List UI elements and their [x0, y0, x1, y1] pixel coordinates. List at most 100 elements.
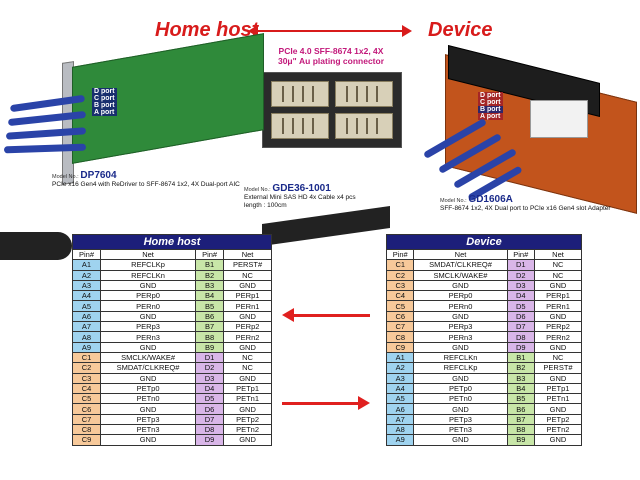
cable-caption: Model No.: GDE36-1001 External Mini SAS …: [244, 183, 404, 210]
net-cell: GND: [100, 403, 197, 415]
port-label: B port: [92, 102, 117, 109]
pin-cell: C6: [71, 403, 102, 415]
port-label: C port: [92, 95, 117, 102]
net-cell: GND: [413, 341, 508, 353]
pin-cell: B2: [506, 362, 536, 374]
net-cell: GND: [223, 279, 272, 292]
net-cell: PERp3: [413, 321, 508, 333]
net-cell: PERn2: [223, 331, 272, 343]
net-cell: PERn1: [223, 300, 272, 312]
device-heading: Device: [428, 19, 493, 41]
net-cell: GND: [223, 434, 272, 446]
net-cell: NC: [534, 259, 582, 271]
net-cell: GND: [223, 341, 272, 353]
pin-cell: A6: [385, 403, 415, 415]
pin-cell: A5: [71, 300, 102, 312]
double-arrow-icon: [248, 25, 412, 37]
net-cell: PERn0: [413, 300, 508, 312]
net-cell: SMCLK/WAKE#: [100, 351, 197, 364]
net-cell: PERST#: [534, 362, 582, 374]
net-cell: GND: [413, 434, 508, 446]
net-cell: PERp1: [223, 290, 272, 302]
pin-cell: A4: [71, 290, 102, 302]
net-cell: PETn0: [413, 393, 508, 405]
net-cell: SMDAT/CLKREQ#: [413, 259, 508, 271]
pin-cell: C2: [385, 269, 415, 281]
net-cell: NC: [223, 362, 272, 374]
column-header: Net: [413, 248, 508, 261]
net-cell: SMDAT/CLKREQ#: [100, 362, 197, 374]
device-port-labels: D port C port B port A port: [478, 92, 503, 120]
pin-cell: A3: [71, 279, 102, 292]
pin-cell: A7: [385, 413, 415, 426]
connector-slot: [335, 81, 393, 107]
pin-cell: C9: [71, 434, 102, 446]
pin-cell: A2: [71, 269, 102, 281]
pin-cell: D4: [195, 382, 225, 395]
host-card-model: DP7604: [80, 170, 117, 181]
net-cell: GND: [534, 341, 582, 353]
net-cell: PETp0: [413, 382, 508, 395]
net-cell: PERp0: [100, 290, 197, 302]
pin-cell: B5: [506, 393, 536, 405]
pin-cell: C4: [385, 290, 415, 302]
column-header: Net: [100, 248, 197, 261]
net-cell: GND: [100, 434, 197, 446]
pin-cell: B7: [195, 321, 225, 333]
pin-cell: D9: [506, 341, 536, 353]
device-model: GD1606A: [468, 194, 513, 205]
net-cell: GND: [100, 279, 197, 292]
net-cell: GND: [413, 310, 508, 323]
cable-line1: External Mini SAS HD 4x Cable x4 pcs: [244, 194, 356, 201]
net-cell: PETp3: [413, 413, 508, 426]
net-cell: PERp0: [413, 290, 508, 302]
pin-cell: D1: [195, 351, 225, 364]
column-header: Pin#: [195, 248, 225, 261]
net-cell: GND: [534, 434, 582, 446]
net-cell: PERn1: [534, 300, 582, 312]
model-label: Model No.:: [440, 198, 467, 204]
pin-cell: C2: [71, 362, 102, 374]
net-cell: NC: [534, 351, 582, 364]
pin-cell: A9: [385, 434, 415, 446]
net-cell: REFCLKp: [413, 362, 508, 374]
pin-cell: B8: [506, 424, 536, 436]
net-cell: GND: [100, 310, 197, 323]
connector-callout: PCIe 4.0 SFF-8674 1x2, 4X 30μ" Au platin…: [258, 46, 404, 66]
device-caption: Model No.: GD1606A SFF-8674 1x2, 4X Dual…: [440, 194, 640, 213]
net-cell: NC: [223, 269, 272, 281]
pin-cell: B1: [195, 259, 225, 271]
net-cell: PETn1: [223, 393, 272, 405]
pin-cell: A8: [385, 424, 415, 436]
pin-cell: B9: [506, 434, 536, 446]
pin-cell: D6: [195, 403, 225, 415]
net-cell: GND: [534, 310, 582, 323]
pin-cell: A1: [71, 259, 102, 271]
net-cell: PERST#: [223, 259, 272, 271]
pin-cell: C1: [71, 351, 102, 364]
cable-model: GDE36-1001: [272, 183, 331, 194]
pin-cell: A4: [385, 382, 415, 395]
pin-cell: C3: [385, 279, 415, 292]
pin-cell: C8: [71, 424, 102, 436]
net-cell: PETp0: [100, 382, 197, 395]
